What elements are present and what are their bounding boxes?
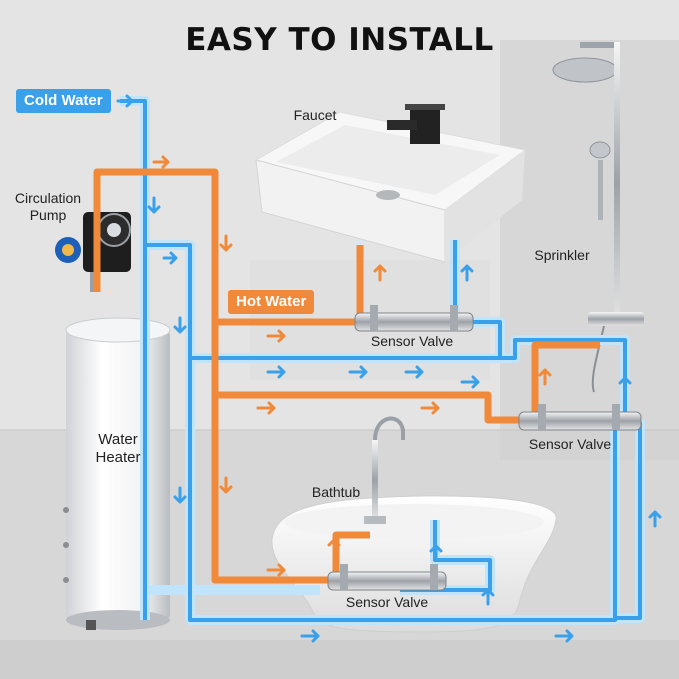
flow-arrows (116, 94, 662, 643)
sink (254, 111, 527, 263)
water-heater-label-line1: Water (98, 431, 138, 448)
water-heater-label-line2: Heater (95, 449, 141, 466)
cold-water-lines (120, 96, 645, 625)
bathtub-label: Bathtub (311, 484, 361, 500)
sensor-valve-sink-label: Sensor Valve (370, 333, 454, 349)
hot-water-tag: Hot Water (228, 290, 315, 314)
pump-label-line2: Pump (29, 207, 67, 223)
faucet (387, 104, 445, 144)
hot-water-lines (93, 168, 600, 584)
sensor-valve-tub-label: Sensor Valve (345, 594, 429, 610)
sensor-valve-shower-label: Sensor Valve (528, 436, 612, 452)
sprinkler-label: Sprinkler (534, 247, 590, 263)
pump-label: Circulation Pump (8, 190, 88, 224)
cold-water-tag: Cold Water (16, 89, 111, 113)
page-title: EASY TO INSTALL (185, 22, 494, 58)
bathtub (271, 495, 557, 633)
sensor-valve-tub (327, 564, 447, 591)
water-heater (63, 317, 171, 630)
pump-label-line1: Circulation (14, 190, 82, 206)
water-heater-label: Water Heater (80, 431, 156, 467)
sensor-valve-shower (518, 404, 642, 431)
sensor-valve-sink (354, 305, 474, 332)
tub-faucet (364, 416, 405, 524)
shower-sprinkler (552, 42, 644, 393)
faucet-label: Faucet (293, 107, 337, 123)
